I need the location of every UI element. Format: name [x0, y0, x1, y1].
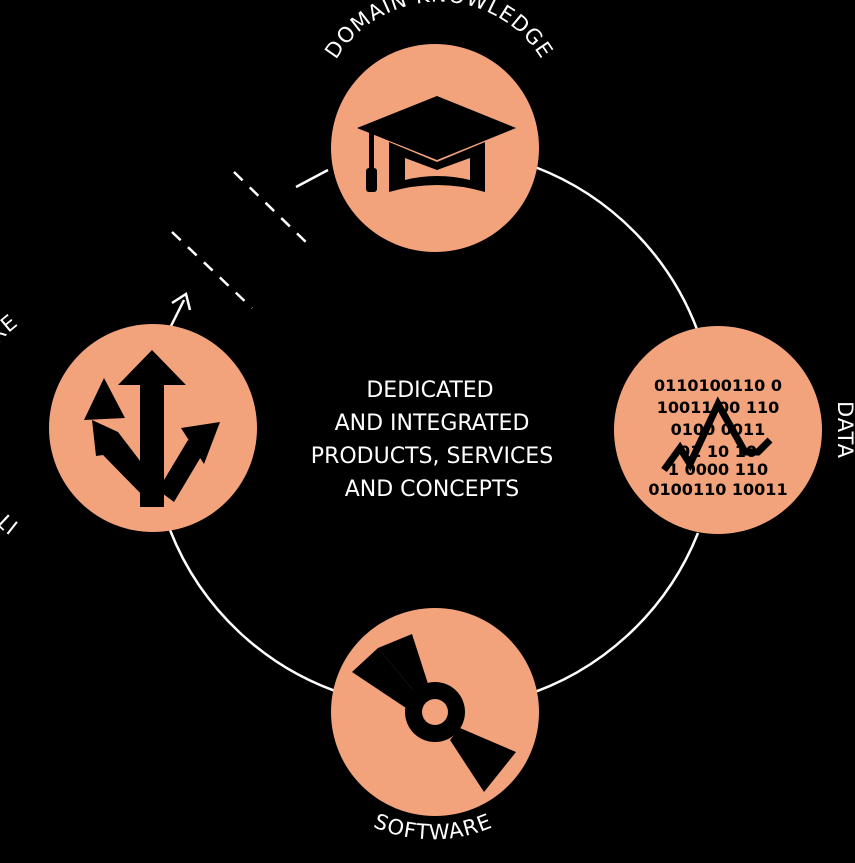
ring-arc-infra-start	[168, 299, 186, 329]
disc-icon	[352, 634, 516, 792]
graduation-cap-icon	[357, 96, 516, 192]
ring-arc-software-infra	[168, 529, 348, 697]
trend-line	[661, 396, 773, 473]
binary-row: 0110100110 0	[654, 376, 782, 395]
binary-chart-icon: 0110100110 0 10011 00 110 0100 0011 01 1…	[648, 376, 787, 499]
ring-arc-data-software	[519, 532, 700, 699]
binary-row: 0100110 10011	[648, 480, 787, 499]
dashed-break-lines	[171, 171, 313, 309]
ring-arc-domain-start	[295, 168, 329, 189]
center-line-1: DEDICATED	[366, 378, 493, 403]
center-line-4: AND CONCEPTS	[345, 477, 520, 502]
arrow-head	[171, 292, 192, 311]
center-line-3: PRODUCTS, SERVICES	[311, 444, 553, 469]
label-it-infrastructure: IT INFRASTRUCTURE	[0, 309, 22, 538]
binary-row: 1 0000 110	[668, 460, 768, 479]
center-text: DEDICATED AND INTEGRATED PRODUCTS, SERVI…	[311, 378, 553, 502]
branching-arrows-icon	[84, 350, 220, 507]
cycle-ring	[168, 165, 700, 699]
label-data: DATA	[833, 401, 855, 459]
ring-arc-domain-data	[534, 165, 700, 333]
node-data	[614, 326, 822, 534]
center-line-2: AND INTEGRATED	[335, 411, 530, 436]
binary-row: 0100 0011	[671, 420, 766, 439]
